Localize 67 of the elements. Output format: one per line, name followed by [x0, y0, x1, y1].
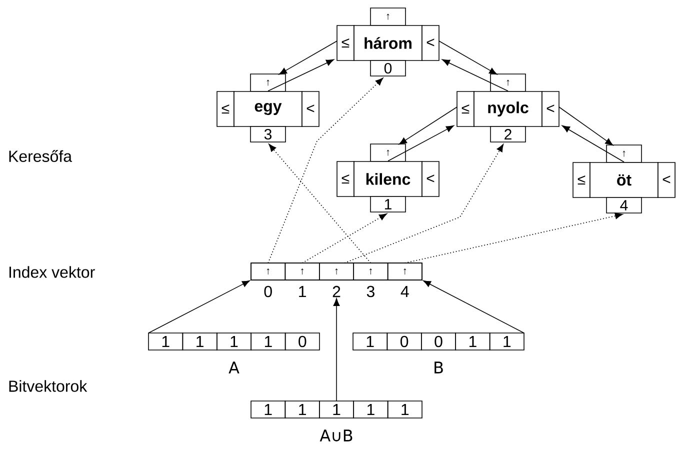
bit-cell: 1 — [250, 400, 286, 418]
bit-cell: 0 — [284, 332, 320, 350]
arrow — [438, 40, 498, 75]
pointer-cell: ↑ — [250, 262, 286, 280]
bit-cell: 1 — [489, 332, 524, 350]
pointer-cell: ↑ — [284, 262, 320, 280]
arrow — [333, 298, 340, 402]
arrow — [404, 212, 623, 264]
row-label: Index vektor — [9, 266, 95, 278]
bit-cell: 1 — [284, 400, 320, 418]
comparison-cell: < — [542, 91, 560, 127]
comparison-cell: ≤ — [336, 161, 354, 197]
arrow — [562, 125, 624, 162]
pointer-cell: ↑ — [606, 144, 642, 163]
vector-caption: A∪B — [320, 430, 352, 442]
comparison-cell: ≤ — [572, 162, 590, 198]
pointer-cell: ↑ — [387, 262, 422, 280]
arrow — [398, 106, 458, 145]
comparison-cell: < — [422, 161, 440, 197]
bit-cell: 1 — [250, 332, 286, 350]
index-cell: 1 — [370, 196, 406, 212]
row-label: Bitvektorok — [9, 380, 88, 392]
bit-cell: 1 — [455, 332, 490, 350]
bit-cell: 1 — [148, 332, 184, 350]
vector-caption: A — [228, 362, 240, 374]
arrow — [344, 144, 504, 264]
pointer-cell: ↑ — [353, 262, 388, 280]
bit-cell: 1 — [319, 400, 354, 418]
index-cell: 0 — [370, 60, 406, 76]
comparison-cell: ≤ — [456, 91, 474, 127]
row-label: Keresőfa — [9, 150, 72, 162]
index-number: 1 — [299, 286, 306, 297]
bit-cell: 1 — [352, 332, 388, 350]
pointer-cell: ↑ — [370, 8, 406, 26]
pointer-cell: ↑ — [319, 262, 354, 280]
comparison-cell: ≤ — [336, 25, 354, 61]
arrow — [148, 280, 250, 334]
bit-cell: 1 — [182, 332, 218, 350]
bit-cell: 0 — [386, 332, 422, 350]
vector-caption: B — [434, 362, 443, 374]
index-cell: 4 — [606, 197, 642, 214]
arrow — [423, 280, 524, 334]
index-number: 3 — [366, 286, 374, 298]
pointer-cell: ↑ — [490, 74, 526, 92]
arrow — [302, 213, 387, 264]
bit-cell: 0 — [421, 332, 456, 350]
bit-cell: 1 — [216, 332, 252, 350]
arrow — [558, 106, 614, 146]
comparison-cell: < — [422, 25, 440, 61]
arrow — [268, 78, 384, 264]
comparison-cell: < — [658, 162, 676, 198]
index-cell: 3 — [250, 126, 286, 142]
index-number: 0 — [264, 286, 272, 298]
bit-cell: 1 — [387, 400, 422, 418]
arrow — [268, 144, 372, 264]
comparison-cell: ≤ — [216, 91, 234, 127]
comparison-cell: < — [302, 91, 320, 127]
arrow — [278, 40, 338, 75]
index-number: 2 — [332, 286, 340, 298]
index-number: 4 — [400, 286, 409, 297]
arrow — [388, 125, 454, 162]
arrow — [442, 59, 508, 92]
pointer-cell: ↑ — [250, 74, 286, 92]
arrow — [268, 59, 334, 92]
bit-cell: 1 — [353, 400, 388, 418]
index-cell: 2 — [490, 126, 526, 142]
pointer-cell: ↑ — [370, 144, 406, 162]
